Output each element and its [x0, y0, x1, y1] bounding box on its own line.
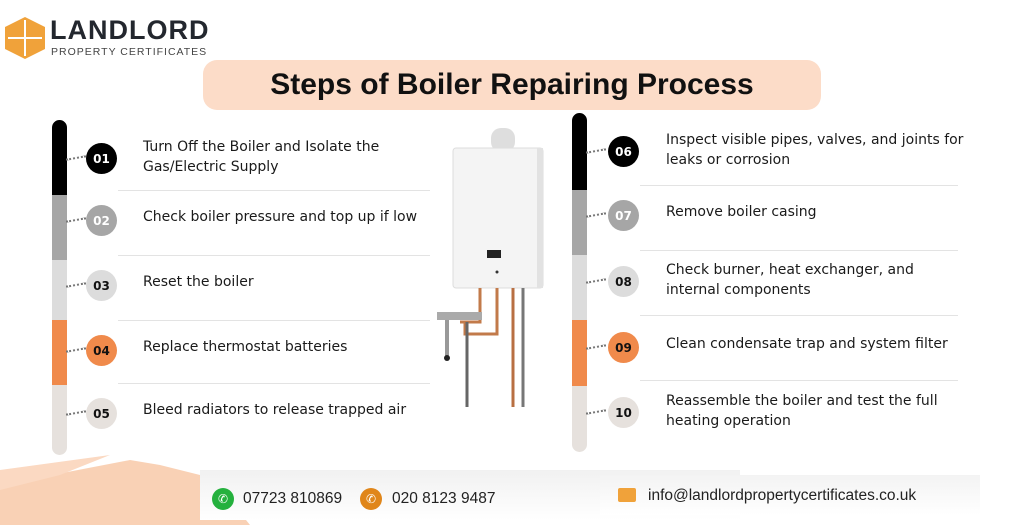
- timeline-bar-right: [572, 113, 587, 452]
- step-divider: [640, 250, 958, 251]
- brand-tagline: PROPERTY CERTIFICATES: [51, 46, 208, 58]
- connector-dots: [585, 148, 607, 154]
- step-text: Remove boiler casing: [666, 204, 817, 220]
- phone-icon: ✆: [360, 488, 382, 510]
- connector-dots: [65, 410, 87, 416]
- step-number-badge: 09: [608, 332, 639, 363]
- step-text: Reset the boiler: [143, 274, 254, 290]
- connector-dots: [65, 155, 87, 161]
- brand-name: LANDLORD: [50, 15, 210, 45]
- step-divider: [640, 315, 958, 316]
- step-divider: [118, 383, 430, 384]
- phone-number[interactable]: 020 8123 9487: [392, 490, 496, 507]
- step-number-badge: 02: [86, 205, 117, 236]
- step-text: Check burner, heat exchanger, and intern…: [666, 262, 914, 298]
- connector-dots: [585, 278, 607, 284]
- connector-dots: [585, 212, 607, 218]
- email-icon: [618, 488, 636, 502]
- step-divider: [118, 190, 430, 191]
- step-number-badge: 07: [608, 200, 639, 231]
- timeline-bar-left: [52, 120, 67, 455]
- step-text: Replace thermostat batteries: [143, 339, 348, 355]
- page-title: Steps of Boiler Repairing Process: [203, 60, 821, 110]
- email-address[interactable]: info@landlordpropertycertificates.co.uk: [648, 487, 917, 504]
- step-number-badge: 03: [86, 270, 117, 301]
- step-divider: [640, 185, 958, 186]
- connector-dots: [65, 347, 87, 353]
- step-number-badge: 01: [86, 143, 117, 174]
- whatsapp-number[interactable]: 07723 810869: [243, 490, 343, 507]
- footer-band-right: [600, 475, 980, 515]
- step-number-badge: 08: [608, 266, 639, 297]
- step-text: Check boiler pressure and top up if low: [143, 209, 418, 225]
- connector-dots: [65, 282, 87, 288]
- step-number-badge: 04: [86, 335, 117, 366]
- boiler-image: [437, 128, 544, 407]
- step-text: Turn Off the Boiler and Isolate the Gas/…: [143, 139, 380, 175]
- brush-decoration: [0, 455, 250, 525]
- logo-icon: [5, 17, 45, 59]
- step-text: Reassemble the boiler and test the full …: [666, 393, 938, 429]
- step-text: Clean condensate trap and system filter: [666, 336, 948, 352]
- step-number-badge: 06: [608, 136, 639, 167]
- connector-dots: [585, 344, 607, 350]
- connector-dots: [65, 217, 87, 223]
- step-divider: [118, 255, 430, 256]
- connector-dots: [585, 409, 607, 415]
- step-divider: [640, 380, 958, 381]
- step-number-badge: 10: [608, 397, 639, 428]
- whatsapp-icon: ✆: [212, 488, 234, 510]
- step-text: Bleed radiators to release trapped air: [143, 402, 407, 418]
- step-number-badge: 05: [86, 398, 117, 429]
- step-text: Inspect visible pipes, valves, and joint…: [666, 132, 964, 168]
- step-divider: [118, 320, 430, 321]
